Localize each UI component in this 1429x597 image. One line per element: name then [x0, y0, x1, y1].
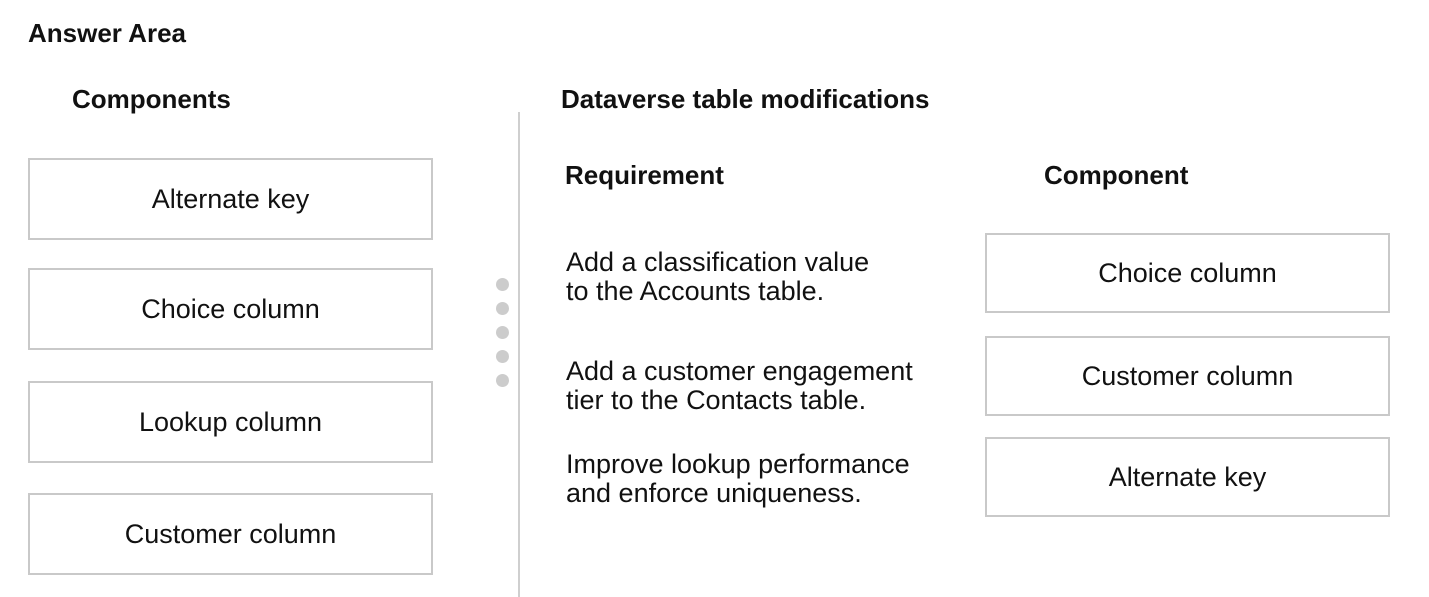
answer-slot-engagement-tier[interactable]: Customer column: [985, 336, 1390, 416]
requirement-line: Add a customer engagement: [566, 356, 913, 386]
answer-slot-label: Customer column: [1081, 360, 1294, 391]
drag-handle-icon[interactable]: [496, 278, 510, 398]
component-column-header: Component: [1044, 160, 1189, 190]
component-option-label: Customer column: [124, 518, 337, 549]
component-option-label: Alternate key: [151, 183, 310, 214]
answer-slot-label: Alternate key: [1108, 461, 1267, 492]
requirement-line: and enforce uniqueness.: [566, 478, 862, 508]
requirement-line: to the Accounts table.: [566, 276, 825, 306]
requirement-column-header: Requirement: [565, 160, 724, 190]
requirement-line: tier to the Contacts table.: [566, 385, 867, 415]
answer-slot-label: Choice column: [1098, 257, 1277, 288]
handle-dot: [496, 302, 509, 315]
component-option-label: Choice column: [141, 293, 320, 324]
components-heading: Components: [72, 84, 231, 114]
modifications-heading: Dataverse table modifications: [561, 84, 930, 114]
requirement-text: Add a classification value to the Accoun…: [566, 248, 966, 306]
answer-area-title: Answer Area: [28, 18, 186, 48]
answer-slot-classification[interactable]: Choice column: [985, 233, 1390, 313]
handle-dot: [496, 374, 509, 387]
component-option-label: Lookup column: [138, 406, 323, 437]
requirement-line: Add a classification value: [566, 247, 870, 277]
component-option-choice-column[interactable]: Choice column: [28, 268, 433, 350]
component-option-customer-column[interactable]: Customer column: [28, 493, 433, 575]
handle-dot: [496, 278, 509, 291]
handle-dot: [496, 350, 509, 363]
panel-divider: [518, 112, 520, 597]
handle-dot: [496, 326, 509, 339]
requirement-line: Improve lookup performance: [566, 449, 910, 479]
component-option-alternate-key[interactable]: Alternate key: [28, 158, 433, 240]
answer-slot-lookup-performance[interactable]: Alternate key: [985, 437, 1390, 517]
requirement-text: Improve lookup performance and enforce u…: [566, 450, 966, 508]
component-option-lookup-column[interactable]: Lookup column: [28, 381, 433, 463]
requirement-text: Add a customer engagement tier to the Co…: [566, 357, 966, 415]
